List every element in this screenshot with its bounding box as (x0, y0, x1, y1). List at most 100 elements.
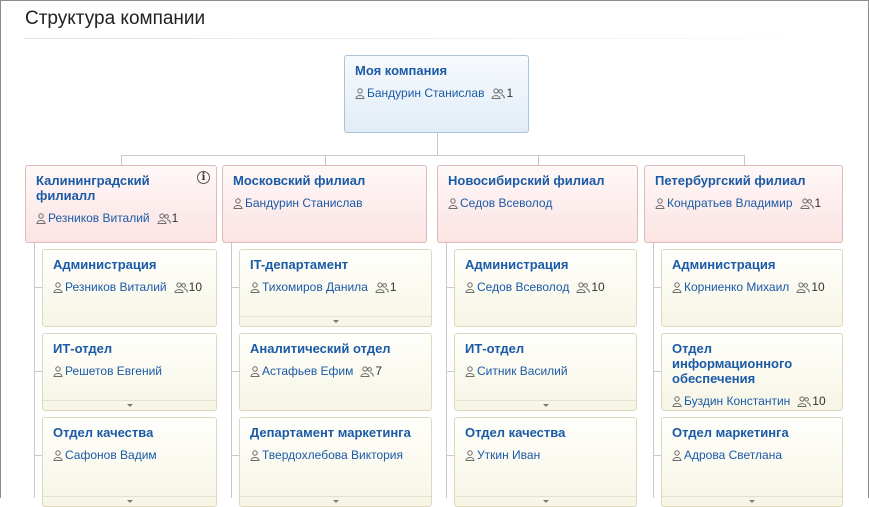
page-title: Структура компании (25, 8, 206, 29)
person-icon (672, 395, 682, 407)
dept-name-link[interactable]: Администрация (465, 257, 569, 272)
employee-count: 1 (389, 280, 397, 294)
dept-name-link[interactable]: Отдел качества (53, 425, 154, 440)
person-icon (53, 449, 63, 461)
connector-line (446, 371, 454, 372)
head-person-link[interactable]: Ситник Василий (477, 364, 568, 378)
connector-line (653, 243, 654, 498)
connector-line (446, 287, 454, 288)
dept-name-link[interactable]: Администрация (672, 257, 776, 272)
branch-name-link[interactable]: Петербургский филиал (655, 173, 806, 188)
connector-line (34, 287, 42, 288)
head-person-link[interactable]: Бандурин Станислав (367, 86, 485, 100)
group-icon (800, 197, 814, 209)
person-icon (448, 197, 458, 209)
chevron-down-icon (749, 500, 755, 503)
expand-toggle[interactable] (455, 400, 636, 410)
head-person-link[interactable]: Адрова Светлана (684, 448, 782, 462)
dept-name-link[interactable]: Отдел качества (465, 425, 566, 440)
root-name-link[interactable]: Моя компания (355, 63, 448, 78)
connector-line (653, 371, 661, 372)
group-icon (797, 395, 812, 407)
head-person-link[interactable]: Седов Всеволод (460, 196, 553, 210)
branch-name-link[interactable]: Новосибирский филиал (448, 173, 605, 188)
dept-name-link[interactable]: Отдел информационного обеспечения (672, 341, 793, 386)
dept-name-link[interactable]: ИТ-отдел (53, 341, 113, 356)
person-icon (672, 281, 682, 293)
group-icon (375, 281, 389, 293)
dept-name-link[interactable]: ИТ-отдел (465, 341, 525, 356)
group-icon (796, 281, 811, 293)
connector-line (437, 133, 438, 155)
connector-line (34, 371, 42, 372)
employee-count: 10 (812, 394, 826, 408)
employee-count: 1 (814, 196, 822, 210)
head-person-link[interactable]: Астафьев Ефим (262, 364, 354, 378)
connector-line (446, 455, 454, 456)
head-person-link[interactable]: Уткин Иван (477, 448, 541, 462)
dept-name-link[interactable]: IT-департамент (250, 257, 349, 272)
person-icon (465, 365, 475, 377)
connector-line (446, 243, 447, 498)
person-icon (355, 87, 365, 99)
card-head-row: Бандурин Станислав (233, 196, 416, 210)
head-person-link[interactable]: Резников Виталий (65, 280, 167, 294)
head-person-link[interactable]: Седов Всеволод (477, 280, 570, 294)
connector-line (121, 155, 122, 165)
dept-name-link[interactable]: Отдел маркетинга (672, 425, 789, 440)
head-person-link[interactable]: Сафонов Вадим (65, 448, 157, 462)
dept-name-link[interactable]: Администрация (53, 257, 157, 272)
head-person-link[interactable]: Кондратьев Владимир (667, 196, 793, 210)
card-head-row: Сафонов Вадим (53, 448, 206, 462)
card-head-row: Седов Всеволод 10 (465, 280, 626, 294)
branch-name-link[interactable]: Калининградский филиалл (36, 173, 150, 203)
employee-count: 10 (591, 280, 605, 294)
connector-line (34, 243, 35, 498)
head-person-link[interactable]: Резников Виталий (48, 211, 150, 225)
chevron-down-icon (542, 500, 549, 503)
connector-line (231, 287, 239, 288)
card-head-row: Буздин Константин 10 (672, 394, 832, 408)
head-person-link[interactable]: Твердохлебова Виктория (262, 448, 403, 462)
card-head-row: Твердохлебова Виктория (250, 448, 421, 462)
expand-toggle[interactable] (43, 400, 216, 410)
head-person-link[interactable]: Корниенко Михаил (684, 280, 790, 294)
connector-line (231, 371, 239, 372)
head-person-link[interactable]: Буздин Константин (684, 394, 791, 408)
person-icon (53, 365, 63, 377)
head-person-link[interactable]: Бандурин Станислав (245, 196, 363, 210)
head-person-link[interactable]: Решетов Евгений (65, 364, 162, 378)
dept-name-link[interactable]: Департамент маркетинга (250, 425, 411, 440)
head-person-link[interactable]: Тихомиров Данила (262, 280, 368, 294)
card-head-row: Кондратьев Владимир 1 (655, 196, 832, 210)
person-icon (250, 449, 260, 461)
info-icon[interactable]: i (197, 171, 210, 184)
chevron-down-icon (542, 404, 549, 407)
employee-count: 7 (375, 364, 383, 378)
person-icon (53, 281, 63, 293)
expand-toggle[interactable] (240, 316, 431, 326)
branch-name-link[interactable]: Московский филиал (233, 173, 366, 188)
card-head-row: Решетов Евгений (53, 364, 206, 378)
employee-count: 10 (811, 280, 825, 294)
dept-name-link[interactable]: Аналитический отдел (250, 341, 391, 356)
connector-line (231, 455, 239, 456)
